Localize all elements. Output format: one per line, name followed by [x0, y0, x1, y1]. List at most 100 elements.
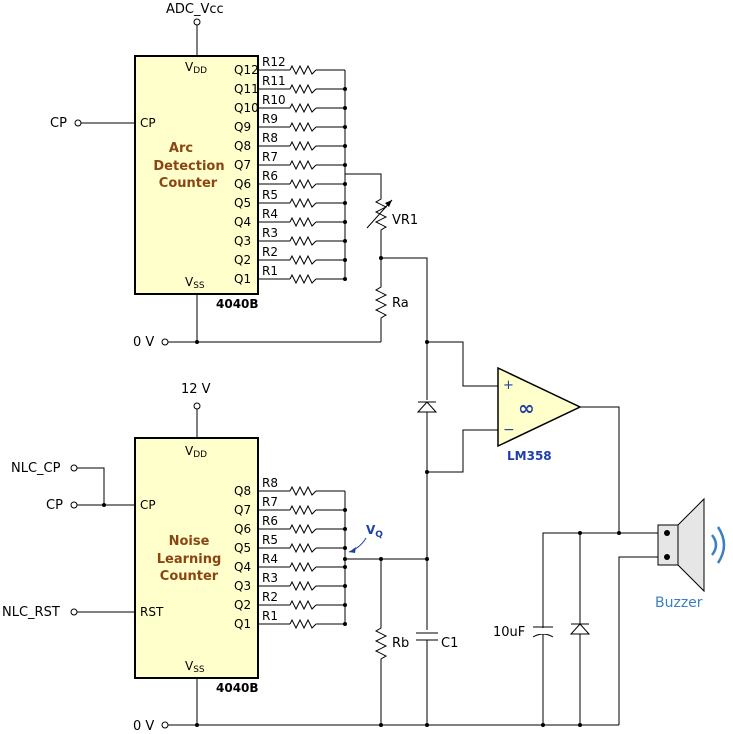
vss-pin-label: VSS	[185, 659, 205, 675]
output-pin-label: Q1	[234, 617, 251, 631]
cp-pin-label: CP	[140, 498, 156, 512]
arc-detection-counter: Arc Detection Counter VDD VSS CP 4040B Q…	[134, 55, 259, 311]
resistor-label: R1	[262, 609, 278, 623]
opamp-output-wire	[580, 406, 620, 533]
output-pin-label: Q7	[234, 158, 251, 172]
diode2-body	[569, 623, 591, 635]
ladder-resistor	[289, 216, 317, 228]
nlc-cp-label: NLC_CP	[11, 461, 61, 476]
chip-title-line3: Counter	[160, 569, 219, 584]
vq-arrow	[348, 537, 367, 553]
vq-label: VQ	[366, 523, 383, 540]
ladder-resistor	[289, 64, 317, 76]
zero-v-bottom-terminal[interactable]	[161, 721, 169, 729]
output-pin-label: Q5	[234, 541, 251, 555]
resistor-label: R4	[262, 207, 278, 221]
resistor-label: R10	[262, 93, 286, 107]
ladder-resistor	[289, 121, 317, 133]
resistor-label: R2	[262, 245, 278, 259]
output-pin-label: Q4	[234, 215, 251, 229]
nlc-rst-terminal[interactable]	[70, 608, 78, 616]
buzzer-label: Buzzer	[655, 595, 703, 611]
ra-label: Ra	[392, 296, 409, 311]
cp-bottom-terminal[interactable]	[70, 501, 78, 509]
buzzer-cone	[677, 497, 705, 593]
output-pin-label: Q2	[234, 253, 251, 267]
rst-pin-label: RST	[140, 605, 164, 619]
junction-dot	[343, 277, 347, 281]
ladder-resistor	[289, 254, 317, 266]
junction-dot	[343, 527, 347, 531]
resistor-label: R5	[262, 188, 278, 202]
ladder-resistor	[289, 83, 317, 95]
divider-output-wire	[381, 257, 428, 342]
opamp-plus: +	[503, 378, 514, 393]
output-pin-label: Q2	[234, 598, 251, 612]
ladder-resistor	[289, 523, 317, 535]
zero-v-top-terminal[interactable]	[161, 338, 169, 346]
junction-dot	[343, 508, 347, 512]
opamp-minus: −	[503, 422, 515, 438]
junction-dot	[343, 565, 347, 569]
nlc-cp-wire	[77, 467, 105, 505]
junction-dot	[343, 622, 347, 626]
chip-title-line2: Learning	[157, 552, 222, 567]
junction-dot	[343, 603, 347, 607]
output-pin-label: Q10	[234, 101, 259, 115]
zero-v-bottom-label: 0 V	[133, 719, 154, 734]
chip-title-line1: Arc	[169, 141, 193, 156]
part-number: 4040B	[216, 681, 259, 695]
nlc-cp-terminal[interactable]	[70, 464, 78, 472]
cp-pin-label: CP	[140, 116, 156, 130]
output-pin-label: Q5	[234, 196, 251, 210]
junction-dot	[343, 125, 347, 129]
output-pin-label: Q3	[234, 234, 251, 248]
junction-dot	[195, 723, 199, 727]
opamp-symbol: ∞	[518, 396, 535, 420]
adc-vcc-terminal[interactable]	[193, 18, 201, 26]
resistor-label: R6	[262, 169, 278, 183]
vss-pin-label: VSS	[185, 275, 205, 291]
diode-body	[416, 401, 438, 413]
buzzer-terminal[interactable]	[664, 530, 670, 536]
resistor-label: R8	[262, 476, 278, 490]
output-pin-label: Q4	[234, 560, 251, 574]
output-pin-label: Q8	[234, 484, 251, 498]
resistor-label: R7	[262, 150, 278, 164]
cp-top-terminal[interactable]	[74, 119, 82, 127]
resistor-label: R3	[262, 571, 278, 585]
ladder-resistor	[289, 580, 317, 592]
ladder-resistor	[289, 197, 317, 209]
output-pin-label: Q12	[234, 63, 259, 77]
chip-body	[134, 437, 259, 679]
buzzer-bottom-wire	[618, 556, 660, 725]
junction-dot	[425, 557, 429, 561]
vr1-input-wire	[345, 173, 382, 196]
resistor-label: R7	[262, 495, 278, 509]
junction-dot	[578, 723, 582, 727]
sound-wave-icon	[716, 526, 726, 564]
resistor-label: R6	[262, 514, 278, 528]
ladder-resistor	[289, 159, 317, 171]
ladder-resistor	[289, 235, 317, 247]
chip-title-line1: Noise	[169, 534, 210, 549]
junction-dot	[343, 239, 347, 243]
ra-resistor	[374, 284, 388, 321]
ladder-resistor	[289, 140, 317, 152]
output-pin-label: Q7	[234, 503, 251, 517]
buzzer-terminal[interactable]	[664, 554, 670, 560]
buzzer: Buzzer	[655, 497, 726, 611]
v12-terminal[interactable]	[193, 402, 201, 410]
noise-learning-counter: Noise Learning Counter VDD VSS CP RST 40…	[134, 437, 259, 695]
junction-dot	[343, 182, 347, 186]
cp-bottom-label: CP	[46, 498, 63, 513]
junction-dot	[343, 557, 347, 561]
sound-wave-icon	[710, 534, 718, 556]
output-pin-label: Q9	[234, 120, 251, 134]
junction-dot	[425, 723, 429, 727]
output-pin-label: Q6	[234, 522, 251, 536]
junction-dot	[425, 470, 429, 474]
opamp-minus-wire	[427, 429, 498, 473]
